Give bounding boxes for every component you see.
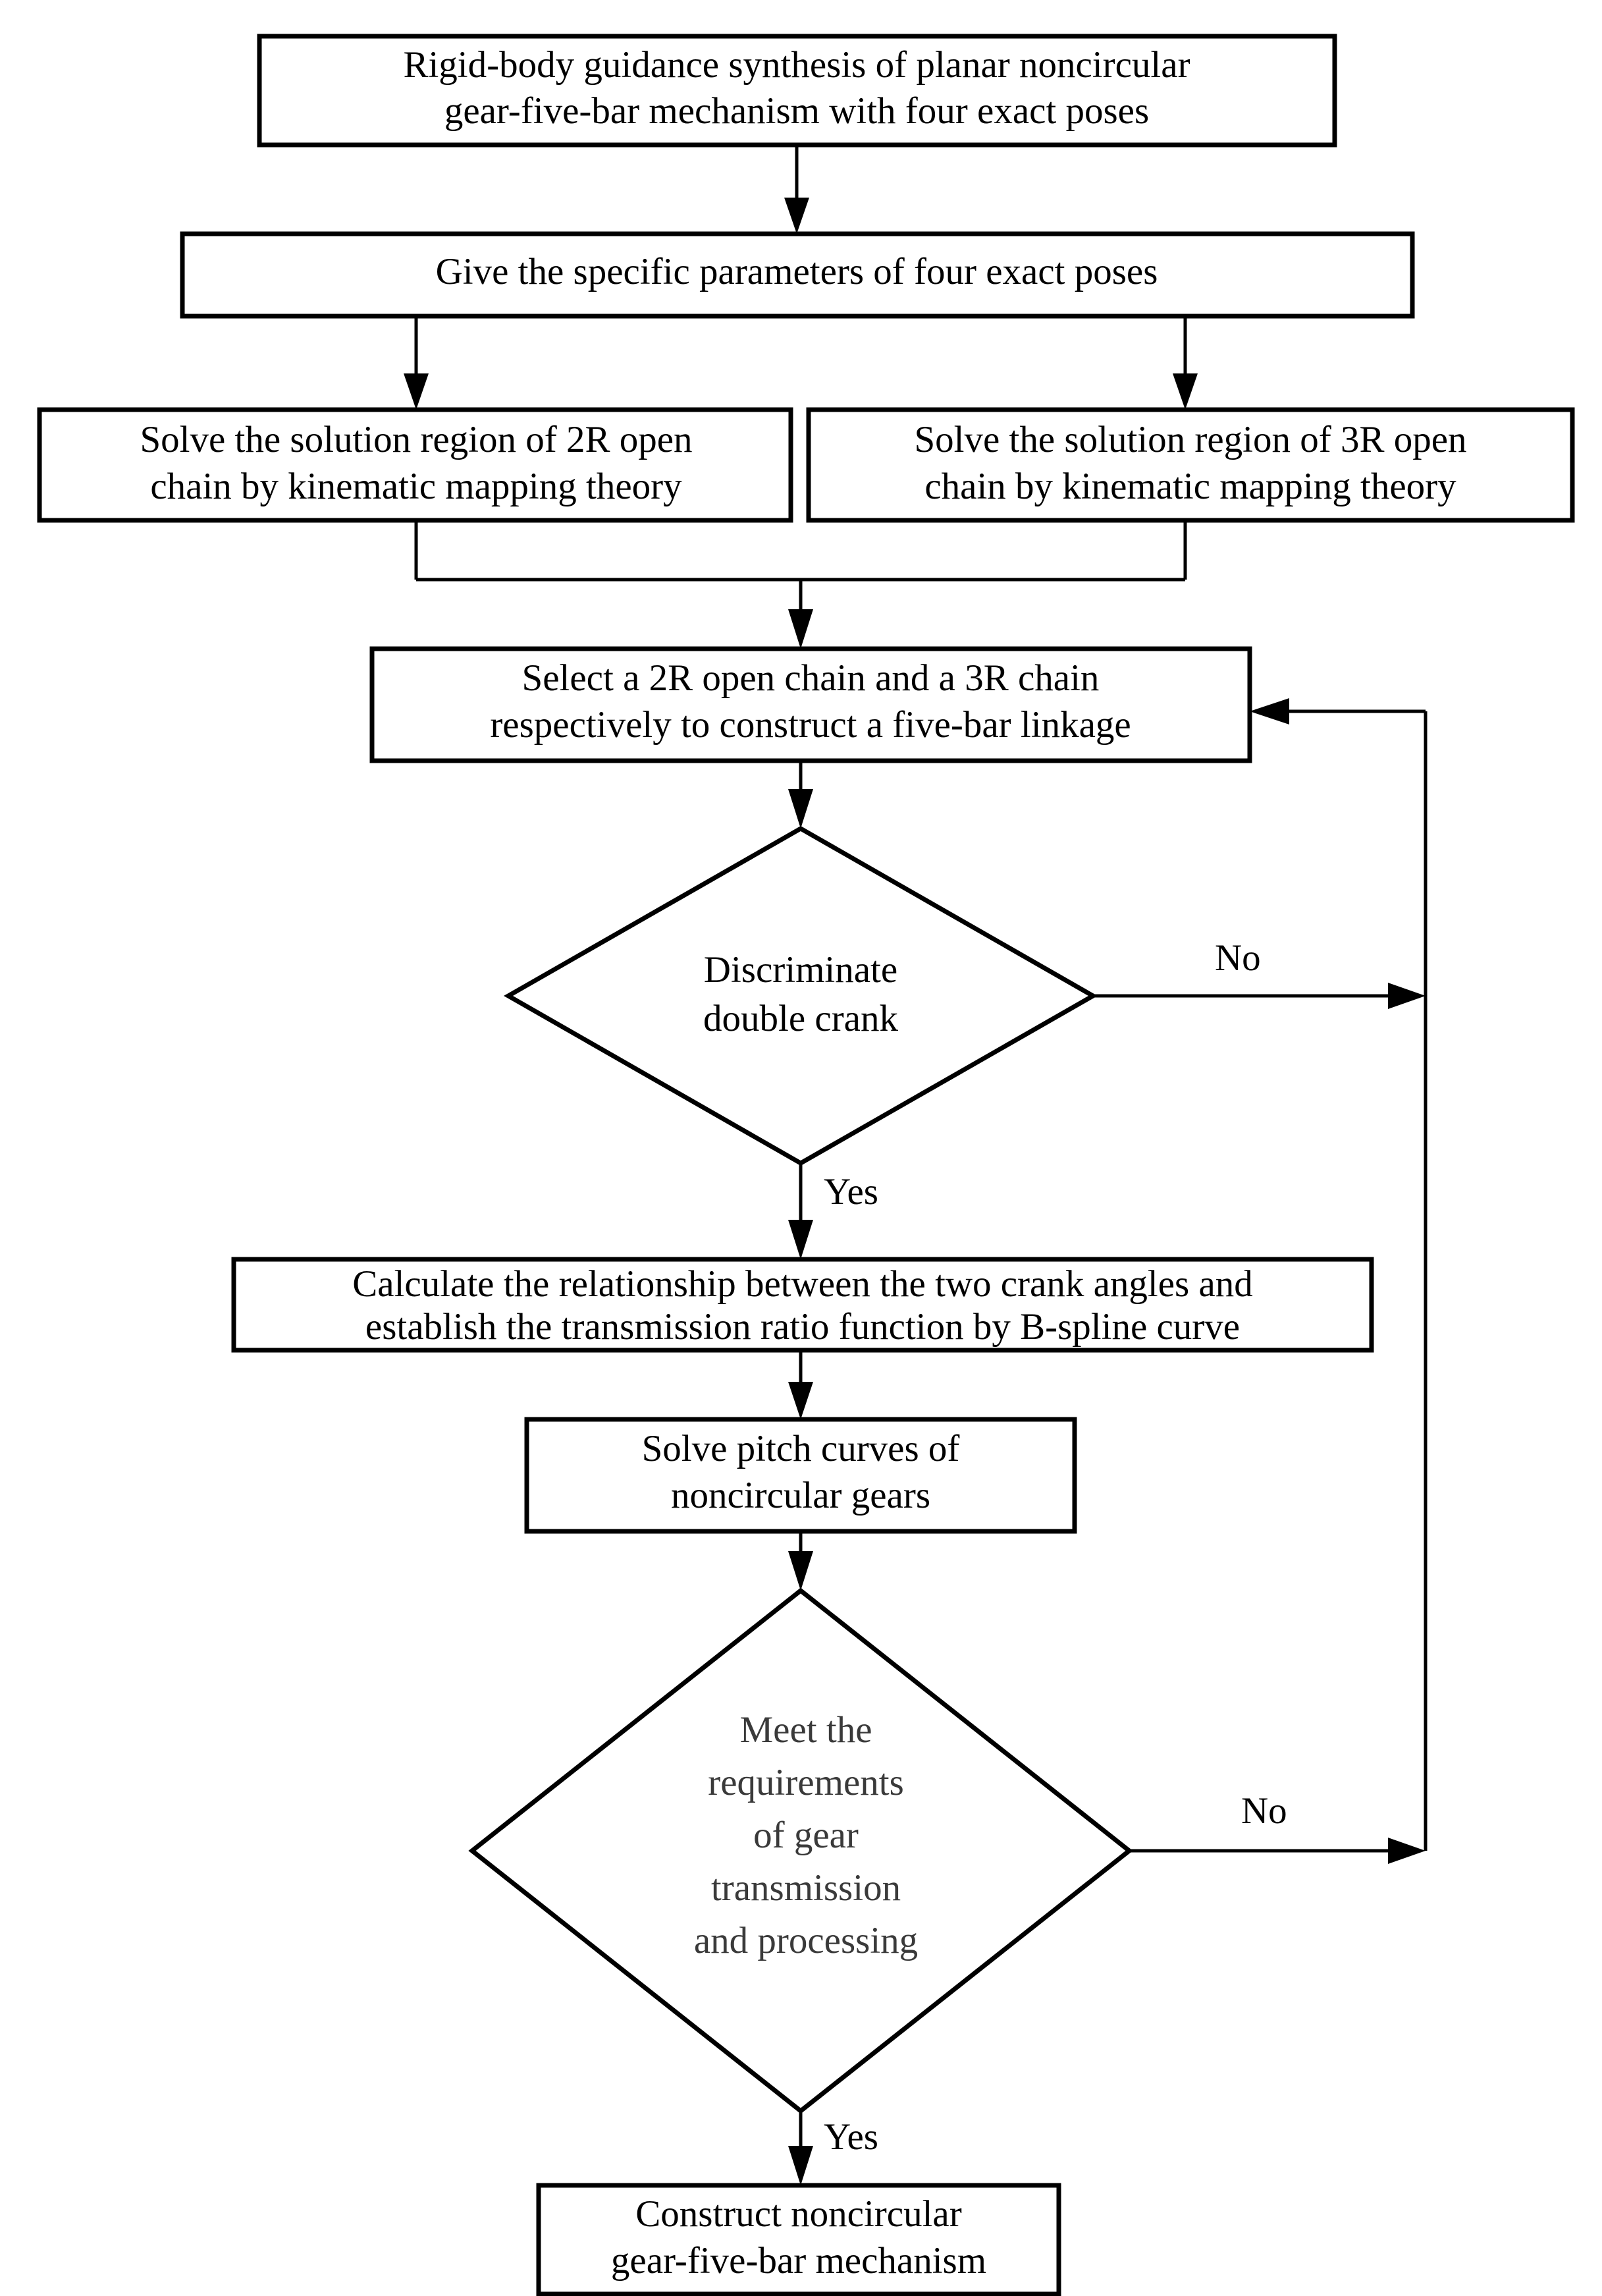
- node-meet-line5: and processing: [694, 1920, 918, 1961]
- connector-solve-pitch-to-meet: [788, 1531, 813, 1591]
- node-construct-line1: Construct noncircular: [635, 2193, 961, 2235]
- node-calculate-relationship: Calculate the relationship between the t…: [231, 1257, 1374, 1353]
- edge-label-discriminate-no: No: [1215, 937, 1261, 979]
- node-solve-pitch-line1: Solve pitch curves of: [642, 1428, 960, 1469]
- connector-start-to-give-params: [784, 145, 809, 234]
- node-solve-pitch: Solve pitch curves of noncircular gears: [524, 1417, 1077, 1534]
- node-start-line1: Rigid-body guidance synthesis of planar …: [403, 44, 1190, 86]
- node-select-chains-line1: Select a 2R open chain and a 3R chain: [522, 657, 1100, 699]
- connector-merge-to-select-chains: [414, 520, 1187, 649]
- node-solve-3r-line1: Solve the solution region of 3R open: [914, 419, 1466, 460]
- edge-label-discriminate-yes: Yes: [824, 1171, 878, 1213]
- node-meet-line4: transmission: [711, 1867, 901, 1909]
- node-discriminate: Discriminate double crank: [503, 825, 1098, 1166]
- node-meet-line1: Meet the: [739, 1709, 872, 1751]
- node-meet-line3: of gear: [753, 1815, 859, 1856]
- node-solve-2r: Solve the solution region of 2R open cha…: [37, 407, 793, 523]
- node-meet-requirements: Meet the requirements of gear transmissi…: [468, 1587, 1133, 2114]
- connector-select-chains-to-discriminate: [788, 761, 813, 829]
- connector-give-params-to-solve-2r: [404, 316, 429, 410]
- node-discriminate-line2: double crank: [703, 998, 898, 1039]
- node-construct-line2: gear-five-bar mechanism: [611, 2240, 986, 2282]
- node-solve-2r-line1: Solve the solution region of 2R open: [140, 419, 692, 460]
- node-give-params: Give the specific parameters of four exa…: [180, 231, 1415, 319]
- node-construct: Construct noncircular gear-five-bar mech…: [536, 2183, 1061, 2296]
- connector-give-params-to-solve-3r: [1173, 316, 1198, 410]
- node-discriminate-line1: Discriminate: [704, 949, 897, 991]
- node-start: Rigid-body guidance synthesis of planar …: [257, 34, 1337, 148]
- connector-discriminate-no: [1093, 983, 1426, 1009]
- connector-discriminate-yes: [788, 1163, 813, 1259]
- node-solve-pitch-line2: noncircular gears: [671, 1475, 930, 1516]
- node-calculate-line1: Calculate the relationship between the t…: [352, 1263, 1253, 1305]
- node-solve-3r-line2: chain by kinematic mapping theory: [924, 466, 1456, 507]
- node-solve-3r: Solve the solution region of 3R open cha…: [806, 407, 1575, 523]
- node-give-params-line1: Give the specific parameters of four exa…: [436, 251, 1158, 292]
- node-select-chains-line2: respectively to construct a five-bar lin…: [490, 704, 1131, 746]
- connector-meet-no: [1129, 1838, 1426, 1864]
- node-meet-line2: requirements: [708, 1762, 904, 1803]
- node-select-chains: Select a 2R open chain and a 3R chain re…: [369, 646, 1252, 763]
- node-solve-2r-line2: chain by kinematic mapping theory: [150, 466, 682, 507]
- connector-calculate-to-solve-pitch: [788, 1350, 813, 1419]
- node-start-line2: gear-five-bar mechanism with four exact …: [444, 90, 1149, 132]
- node-calculate-line2: establish the transmission ratio functio…: [365, 1306, 1240, 1348]
- edge-label-meet-yes: Yes: [824, 2116, 878, 2158]
- connector-feedback-loop-to-select-chains: [1250, 698, 1428, 996]
- connector-meet-yes: [788, 2111, 813, 2185]
- edge-label-meet-no: No: [1241, 1790, 1287, 1832]
